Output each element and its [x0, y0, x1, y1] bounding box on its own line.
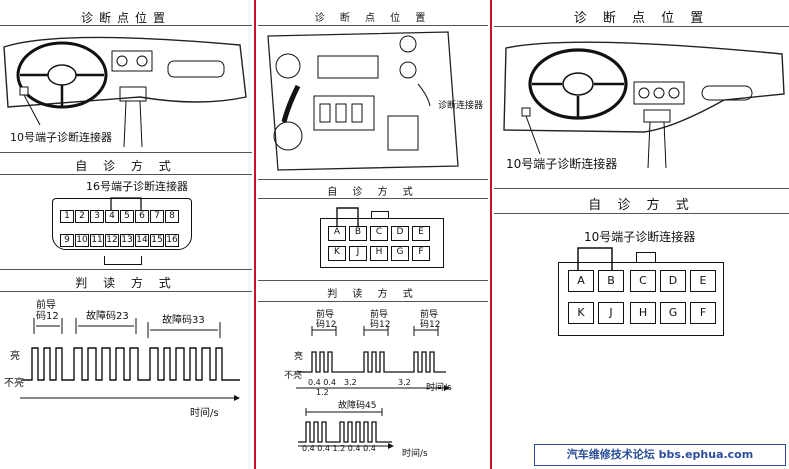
- pin: 8: [165, 210, 179, 223]
- pin: D: [660, 270, 686, 292]
- left-pulse-waveform: [20, 318, 240, 401]
- pin: K: [568, 302, 594, 324]
- pin: C: [370, 226, 388, 241]
- left-connector16-tab: [104, 256, 142, 265]
- left-fault-code-23: 故障码23: [86, 311, 129, 322]
- pin: 10: [75, 234, 89, 247]
- middle-prefix1: 前导: [316, 310, 335, 320]
- right-dashboard-illustration: [503, 41, 785, 168]
- pin: 5: [120, 210, 134, 223]
- pin: K: [328, 246, 346, 261]
- pin: 1: [60, 210, 74, 223]
- left-panel: 诊断点位置 10号端子诊断连接器 自 诊 方 式 16号端子诊断连接器 1 2 …: [0, 0, 252, 469]
- right-connector-label-2: 10号端子诊断连接器: [584, 230, 696, 244]
- middle-off-label: 不亮: [284, 371, 303, 381]
- right-connector-label: 10号端子诊断连接器: [506, 157, 618, 171]
- left-connector16-label: 16号端子诊断连接器: [86, 180, 188, 193]
- pin: C: [630, 270, 656, 292]
- middle-code1: 码12: [316, 320, 337, 330]
- pin: G: [660, 302, 686, 324]
- pin: 4: [105, 210, 119, 223]
- divider-left: [254, 0, 256, 469]
- pin: 14: [135, 234, 149, 247]
- middle-pulse-waveform: [296, 326, 450, 449]
- middle-prefix2: 前导: [370, 310, 389, 320]
- pin: 6: [135, 210, 149, 223]
- middle-on-label: 亮: [294, 352, 304, 362]
- pin: G: [391, 246, 409, 261]
- pin: 15: [150, 234, 164, 247]
- left-off-label: 不亮: [4, 378, 24, 389]
- pin: B: [349, 226, 367, 241]
- middle-time-label-2: 时间/s: [402, 449, 428, 459]
- middle-title-location: 诊 断 点 位 置: [314, 13, 432, 24]
- right-panel: 诊 断 点 位 置 10号端子诊断连接器 自 诊 方 式 10号端子诊断连接器 …: [494, 0, 789, 469]
- middle-timing-bottom: 0.4 0.4 1.2 0.4 0.4: [302, 444, 376, 453]
- left-time-label: 时间/s: [190, 408, 219, 419]
- middle-connector-jumper: [336, 207, 359, 227]
- divider-right: [490, 0, 492, 469]
- middle-connector-label: 诊断连接器: [438, 101, 484, 111]
- left-prefix-label: 前导: [36, 300, 56, 311]
- middle-timing-3: 3.2: [344, 378, 357, 387]
- middle-connector-tab: [371, 211, 389, 219]
- pin: A: [568, 270, 594, 292]
- left-title-location: 诊断点位置: [80, 11, 171, 25]
- pin: 9: [60, 234, 74, 247]
- middle-timing-2: 1.2: [316, 388, 329, 397]
- right-connector-body: [558, 262, 724, 336]
- right-connector-jumper: [577, 247, 613, 270]
- pin: E: [412, 226, 430, 241]
- left-connector-label: 10号端子诊断连接器: [10, 131, 112, 144]
- pin: J: [598, 302, 624, 324]
- pin: 16: [165, 234, 179, 247]
- middle-panel: 诊 断 点 位 置 诊断连接器 自 诊 方 式 A B C D E K J H …: [258, 0, 488, 469]
- pin: 7: [150, 210, 164, 223]
- pin: D: [391, 226, 409, 241]
- pin: H: [630, 302, 656, 324]
- middle-connector-body: [320, 218, 444, 268]
- middle-timing-4: 3.2: [398, 378, 411, 387]
- pin: A: [328, 226, 346, 241]
- pin: 2: [75, 210, 89, 223]
- pin: E: [690, 270, 716, 292]
- middle-timing-1: 0.4 0.4: [308, 378, 336, 387]
- middle-code2: 码12: [370, 320, 391, 330]
- left-dashboard-illustration: [3, 36, 247, 148]
- forum-watermark[interactable]: 汽车维修技术论坛 bbs.ephua.com: [534, 444, 786, 466]
- middle-engine-bay-illustration: [267, 31, 459, 171]
- right-connector-tab: [636, 252, 656, 263]
- pin: 13: [120, 234, 134, 247]
- middle-title-self-diag: 自 诊 方 式: [327, 187, 419, 198]
- pin: B: [598, 270, 624, 292]
- pin: 11: [90, 234, 104, 247]
- left-title-read: 判 读 方 式: [75, 276, 177, 290]
- middle-fault-code-45: 故障码45: [338, 401, 377, 411]
- left-prefix-code: 码12: [36, 311, 59, 322]
- left-title-self-diag: 自 诊 方 式: [75, 159, 177, 173]
- right-title-self-diag: 自 诊 方 式: [588, 198, 695, 213]
- middle-prefix3: 前导: [420, 310, 439, 320]
- pin: J: [349, 246, 367, 261]
- pin: 3: [90, 210, 104, 223]
- left-fault-code-33: 故障码33: [162, 315, 205, 326]
- pin: F: [690, 302, 716, 324]
- right-title-location: 诊 断 点 位 置: [573, 11, 710, 26]
- left-connector16-jumper: [110, 197, 142, 210]
- pin: 12: [105, 234, 119, 247]
- pin: H: [370, 246, 388, 261]
- middle-code3: 码12: [420, 320, 441, 330]
- pin: F: [412, 246, 430, 261]
- left-on-label: 亮: [10, 351, 20, 362]
- middle-title-read: 判 读 方 式: [327, 289, 419, 300]
